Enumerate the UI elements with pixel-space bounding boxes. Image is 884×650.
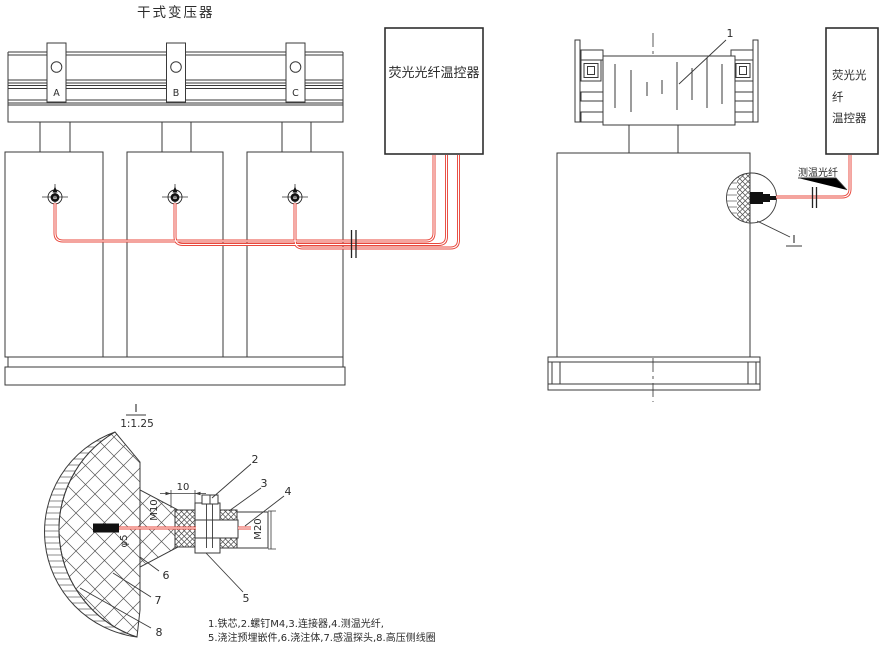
embedded-sensor bbox=[750, 192, 776, 204]
controller-box-front bbox=[384, 27, 484, 155]
callout-6: 6 bbox=[163, 569, 170, 582]
cast-body bbox=[58, 431, 179, 638]
body-side bbox=[556, 152, 751, 358]
sensor-symbol-b bbox=[162, 184, 188, 210]
dim-10-label: 10 bbox=[177, 482, 190, 493]
detail-fiber bbox=[93, 523, 251, 533]
callout-2: 2 bbox=[252, 453, 259, 466]
drawing-title: 干式变压器 bbox=[137, 5, 215, 21]
detail-view bbox=[44, 414, 285, 638]
callout-7: 7 bbox=[155, 594, 162, 607]
callout-8: 8 bbox=[156, 626, 163, 639]
winding-blocks bbox=[4, 151, 344, 358]
clamp-label-b: B bbox=[173, 88, 180, 99]
fiber-cables-front bbox=[53, 155, 460, 250]
winding-necks bbox=[39, 121, 312, 153]
front-view bbox=[4, 42, 346, 386]
fiber-splice-front bbox=[350, 230, 357, 258]
detail-scale: 1:1.25 bbox=[120, 418, 154, 430]
fiber-label: 测温光纤 bbox=[798, 166, 838, 179]
detail-leader bbox=[756, 220, 791, 238]
core-clamps bbox=[46, 42, 306, 103]
dim-m20-label: M20 bbox=[253, 518, 264, 539]
dim-m20-line bbox=[268, 510, 276, 550]
controller-box-side bbox=[825, 27, 879, 155]
core-assembly-side bbox=[574, 39, 759, 126]
core-callout-leader bbox=[678, 39, 727, 85]
callout-4: 4 bbox=[285, 485, 292, 498]
clamp-label-c: C bbox=[292, 88, 299, 99]
fiber-cable-side bbox=[776, 155, 852, 199]
controller-front-label: 荧光光纤温控器 bbox=[388, 66, 479, 81]
callout-leaders bbox=[79, 463, 285, 629]
base-side bbox=[547, 356, 761, 391]
connector-barrel bbox=[194, 519, 239, 539]
m20-adapter bbox=[236, 511, 269, 549]
callout-3: 3 bbox=[261, 477, 268, 490]
detail-title-ref: I bbox=[134, 402, 137, 415]
controller-side-label-1: 荧光光 bbox=[832, 68, 867, 82]
controller-side-label-2: 纤 bbox=[832, 90, 844, 104]
screw-m4 bbox=[201, 494, 219, 548]
fiber-splice-side bbox=[811, 187, 818, 208]
detail-balloon bbox=[726, 172, 802, 247]
dim-m10-label: M10 bbox=[149, 499, 160, 520]
temp-probe bbox=[93, 523, 119, 533]
clamp-label-a: A bbox=[53, 88, 60, 99]
side-view bbox=[547, 33, 761, 402]
note-line-1: 1.铁芯,2.螺钉M4,3.连接器,4.测温光纤, bbox=[208, 617, 384, 630]
callout-5: 5 bbox=[243, 592, 250, 605]
detail-ref-side: I bbox=[792, 233, 795, 246]
fiber-label-leader bbox=[798, 177, 848, 191]
dim-10 bbox=[160, 490, 206, 508]
controller-side-label-3: 温控器 bbox=[832, 111, 867, 125]
base-front bbox=[4, 356, 346, 386]
neck-side bbox=[628, 124, 679, 154]
core-callout: 1 bbox=[727, 27, 734, 40]
dim-phi5-label: φ5 bbox=[119, 535, 130, 548]
note-line-2: 5.浇注预埋嵌件,6.浇注体,7.感温探头,8.高压侧线圈 bbox=[208, 631, 436, 644]
